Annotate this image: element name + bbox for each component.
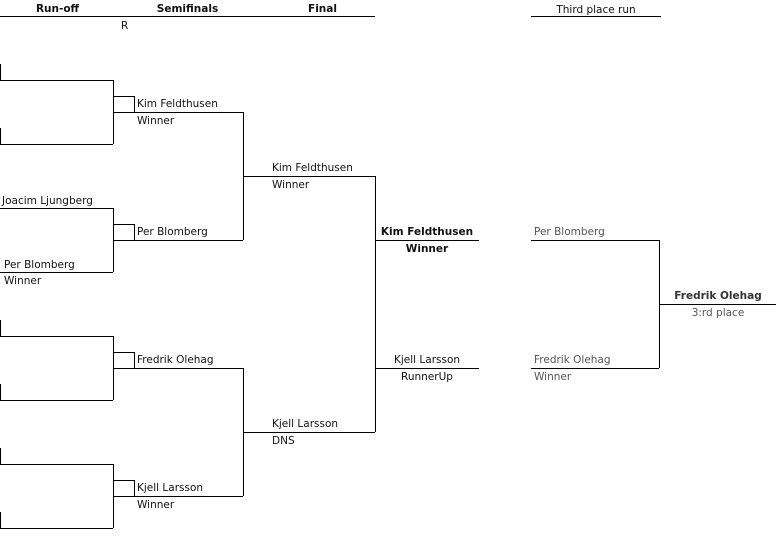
- marker-r: R: [121, 20, 129, 32]
- champion-name: Kim Feldthusen: [380, 226, 474, 238]
- third-run-player-1: Per Blomberg: [534, 226, 605, 238]
- header-underline: [0, 16, 375, 17]
- header-semifinals: Semifinals: [156, 3, 219, 15]
- runoff-player-2: Per Blomberg: [4, 259, 75, 271]
- final-player-2-status: DNS: [272, 435, 295, 447]
- runner-up-name: Kjell Larsson: [393, 354, 461, 366]
- header-runoff: Run-off: [35, 3, 80, 15]
- champion-line: [375, 240, 479, 241]
- semifinal-player-3: Fredrik Olehag: [137, 354, 214, 366]
- semifinal-player-2: Per Blomberg: [137, 226, 208, 238]
- final-player-1: Kim Feldthusen: [272, 162, 353, 174]
- third-run-player-2-status: Winner: [534, 371, 572, 383]
- header-third-place: Third place run: [556, 4, 636, 16]
- header-third-underline: [531, 16, 661, 17]
- runoff-player-2-status: Winner: [4, 275, 42, 287]
- semifinal-player-4-status: Winner: [137, 499, 175, 511]
- semifinal-player-1: Kim Feldthusen: [137, 98, 218, 110]
- champion-status: Winner: [405, 243, 449, 255]
- final-player-1-status: Winner: [272, 179, 310, 191]
- third-place-status: 3:rd place: [691, 307, 745, 319]
- runner-up-status: RunnerUp: [401, 371, 453, 383]
- third-run-player-2: Fredrik Olehag: [534, 354, 611, 366]
- runoff-player-1: Joacim Ljungberg: [2, 195, 93, 207]
- header-final: Final: [308, 3, 337, 15]
- semifinal-player-1-status: Winner: [137, 115, 175, 127]
- third-place-name: Fredrik Olehag: [674, 290, 762, 302]
- runner-up-line: [375, 368, 479, 369]
- semifinal-player-4: Kjell Larsson: [137, 482, 204, 494]
- final-player-2: Kjell Larsson: [272, 418, 339, 430]
